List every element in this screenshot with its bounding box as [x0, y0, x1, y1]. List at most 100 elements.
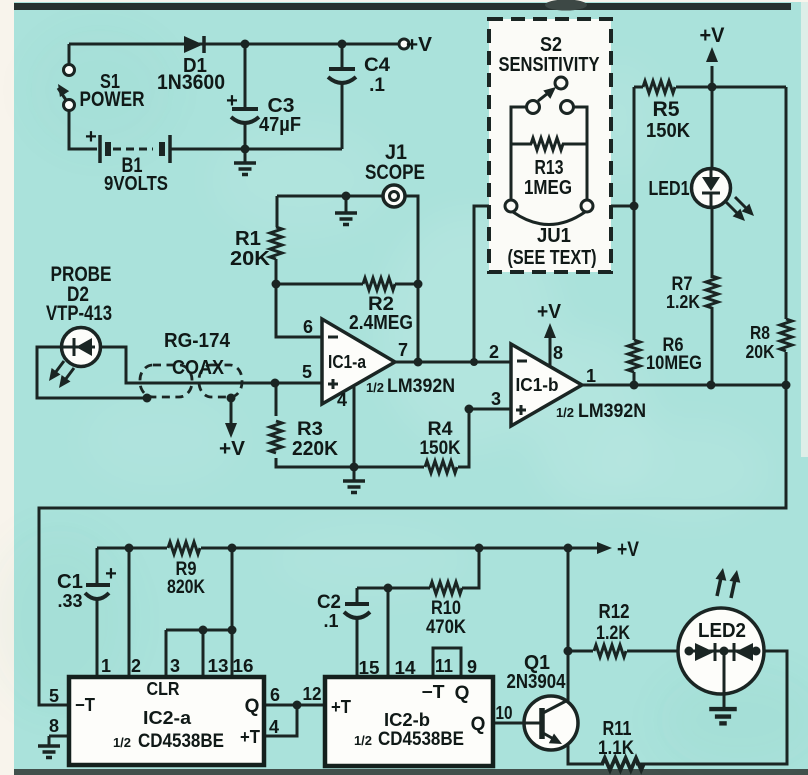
svg-text:R6: R6 [663, 335, 684, 356]
svg-text:10: 10 [496, 703, 513, 723]
svg-text:R5: R5 [653, 98, 680, 121]
svg-text:CLR: CLR [147, 679, 180, 699]
svg-text:+: + [226, 90, 238, 112]
svg-text:C4: C4 [364, 55, 390, 76]
svg-text:16: 16 [233, 656, 254, 676]
svg-text:−T: −T [75, 695, 95, 715]
svg-text:150K: 150K [646, 120, 691, 142]
svg-text:2: 2 [489, 342, 499, 362]
svg-text:1.1K: 1.1K [598, 738, 634, 759]
svg-text:Q1: Q1 [524, 652, 550, 674]
svg-text:11: 11 [435, 656, 453, 676]
svg-text:J1: J1 [385, 141, 407, 164]
svg-text:COAX: COAX [172, 357, 225, 379]
svg-text:5: 5 [302, 362, 312, 382]
svg-text:3: 3 [170, 656, 180, 676]
svg-text:470K: 470K [426, 617, 466, 638]
svg-text:R10: R10 [431, 598, 461, 619]
svg-text:+: + [85, 126, 97, 148]
svg-text:1: 1 [586, 366, 596, 386]
svg-text:Q: Q [471, 714, 486, 735]
svg-text:R9: R9 [176, 559, 197, 580]
svg-text:+V: +V [700, 24, 725, 47]
svg-text:R11: R11 [603, 718, 632, 740]
svg-text:150K: 150K [420, 438, 461, 459]
svg-text:+V: +V [537, 301, 562, 323]
svg-text:Q: Q [455, 683, 470, 704]
svg-text:+T: +T [331, 697, 351, 717]
svg-text:+V: +V [219, 438, 246, 460]
svg-text:15: 15 [359, 658, 380, 678]
svg-text:1: 1 [101, 656, 111, 676]
svg-text:B1: B1 [122, 154, 143, 177]
svg-text:R1: R1 [235, 228, 261, 250]
svg-text:.33: .33 [57, 591, 82, 611]
svg-text:IC2-b: IC2-b [384, 710, 430, 730]
svg-text:1.2K: 1.2K [596, 623, 630, 644]
svg-text:1/2: 1/2 [113, 735, 131, 750]
svg-text:IC1-b: IC1-b [516, 375, 559, 395]
svg-text:C2: C2 [317, 592, 341, 613]
svg-text:+V: +V [617, 538, 639, 561]
svg-text:1/2: 1/2 [366, 380, 384, 395]
svg-text:R3: R3 [297, 419, 323, 440]
svg-text:VTP-413: VTP-413 [46, 302, 112, 325]
svg-text:47µF: 47µF [259, 114, 301, 136]
svg-text:−T: −T [422, 682, 445, 702]
svg-text:C3: C3 [268, 95, 295, 117]
svg-text:9VOLTS: 9VOLTS [104, 173, 168, 195]
svg-text:820K: 820K [167, 577, 205, 598]
svg-text:LED2: LED2 [698, 620, 746, 642]
svg-text:2N3904: 2N3904 [507, 671, 567, 693]
svg-text:R13: R13 [535, 157, 564, 179]
svg-text:2.4MEG: 2.4MEG [349, 312, 413, 334]
svg-text:1/2: 1/2 [556, 405, 574, 420]
svg-text:IC2-a: IC2-a [143, 708, 192, 728]
svg-text:JU1: JU1 [537, 225, 571, 247]
svg-text:2: 2 [131, 656, 141, 676]
svg-text:4: 4 [269, 717, 279, 737]
svg-text:Q: Q [245, 696, 260, 717]
svg-text:220K: 220K [292, 438, 339, 460]
svg-text:R8: R8 [750, 323, 770, 343]
svg-text:13: 13 [208, 656, 229, 676]
svg-text:.1: .1 [323, 611, 338, 631]
svg-text:.1: .1 [369, 75, 385, 96]
svg-text:12: 12 [303, 684, 322, 704]
svg-text:PROBE: PROBE [51, 263, 112, 286]
svg-text:R7: R7 [672, 274, 693, 295]
svg-text:8: 8 [49, 716, 59, 736]
svg-text:CD4538BE: CD4538BE [378, 729, 464, 750]
svg-text:20K: 20K [230, 248, 271, 270]
svg-text:3: 3 [491, 389, 501, 409]
svg-text:1N3600: 1N3600 [157, 71, 225, 94]
svg-text:1MEG: 1MEG [524, 177, 572, 199]
svg-text:14: 14 [395, 658, 416, 678]
svg-text:RG-174: RG-174 [164, 330, 231, 352]
svg-text:10MEG: 10MEG [646, 353, 702, 374]
svg-text:5: 5 [49, 686, 59, 706]
svg-text:LED1: LED1 [649, 178, 690, 200]
svg-text:7: 7 [398, 340, 408, 360]
svg-text:LM392N: LM392N [578, 401, 646, 422]
svg-text:POWER: POWER [80, 88, 145, 111]
svg-text:LM392N: LM392N [387, 376, 455, 397]
svg-text:R4: R4 [428, 419, 453, 440]
svg-text:8: 8 [553, 343, 563, 363]
svg-text:CD4538BE: CD4538BE [138, 731, 224, 752]
svg-text:D2: D2 [67, 283, 89, 306]
svg-text:(SEE TEXT): (SEE TEXT) [508, 247, 597, 269]
svg-text:+: + [105, 563, 117, 585]
svg-text:9: 9 [467, 657, 477, 677]
svg-text:SCOPE: SCOPE [365, 161, 425, 184]
svg-text:6: 6 [303, 317, 313, 337]
svg-text:1.2K: 1.2K [666, 292, 700, 312]
svg-text:1/2: 1/2 [354, 733, 372, 748]
svg-text:20K: 20K [746, 342, 775, 362]
svg-text:D1: D1 [183, 55, 207, 77]
svg-text:IC1-a: IC1-a [328, 352, 367, 372]
svg-text:SENSITIVITY: SENSITIVITY [499, 54, 601, 76]
svg-text:4: 4 [337, 390, 347, 410]
svg-text:+V: +V [406, 34, 433, 56]
svg-text:S1: S1 [100, 71, 120, 93]
